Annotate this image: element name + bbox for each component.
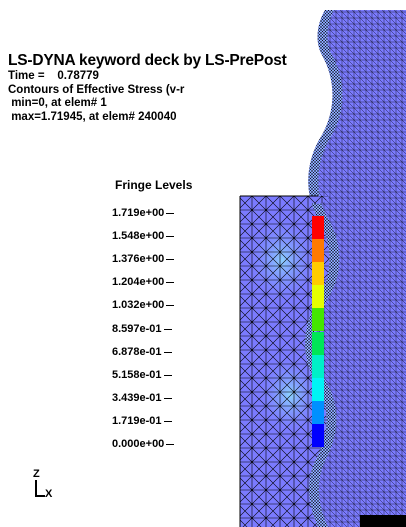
legend-color-band [312, 423, 324, 447]
legend-tick [163, 397, 172, 399]
time-value: 0.78779 [57, 70, 99, 82]
legend-tick [166, 444, 175, 445]
legend-level-value: 1.032e+00 [112, 299, 165, 312]
legend-tick [166, 282, 175, 284]
plot-title: LS-DYNA keyword deck by LS-PrePost [8, 52, 287, 69]
legend-level-value: 1.204e+00 [112, 276, 165, 289]
legend-tick [163, 328, 172, 330]
legend-tick [163, 420, 172, 422]
legend-level-label: 1.548e+00 [112, 230, 175, 243]
legend-tick [163, 351, 172, 353]
z-axis-line [35, 480, 37, 497]
legend-color-band [312, 262, 324, 286]
legend-color-band [312, 308, 324, 332]
plot-header: LS-DYNA keyword deck by LS-PrePost Time … [8, 52, 287, 124]
legend-level-value: 1.548e+00 [112, 230, 165, 243]
max-readout: max=1.71945, at elem# 240040 [8, 110, 177, 123]
legend-level-label: 3.439e-01 [112, 392, 172, 404]
legend-color-band [312, 377, 324, 401]
contour-description: Contours of Effective Stress (v-r [8, 83, 185, 96]
legend-level-value: 3.439e-01 [112, 391, 162, 404]
legend-level-label: 1.376e+00 [112, 253, 175, 266]
legend-level-value: 6.878e-01 [112, 345, 162, 358]
legend-level-label: 8.597e-01 [112, 323, 172, 335]
legend-level-value: 0.000e+00 [112, 438, 165, 450]
legend-tick [166, 305, 175, 307]
legend-level-label: 1.719e-01 [112, 415, 172, 427]
legend-color-band [312, 239, 324, 263]
legend-color-band [312, 216, 324, 240]
x-axis-label: X [45, 488, 53, 500]
legend-level-label: 6.878e-01 [112, 346, 172, 358]
z-axis-label: Z [33, 468, 40, 480]
legend-color-band [312, 331, 324, 355]
legend-level-label: 5.158e-01 [112, 369, 172, 381]
legend-level-label: 1.032e+00 [112, 299, 175, 312]
legend-color-band [312, 354, 324, 378]
legend-level-value: 1.376e+00 [112, 253, 165, 266]
legend-level-label: 0.000e+00 [112, 438, 175, 450]
legend-level-label: 1.719e+00 [112, 207, 175, 219]
legend-level-value: 5.158e-01 [112, 368, 162, 381]
legend-tick [166, 236, 175, 238]
legend-level-value: 8.597e-01 [112, 322, 162, 335]
x-axis-line [35, 495, 45, 497]
mesh-bottom-edge [360, 515, 406, 527]
min-readout: min=0, at elem# 1 [8, 97, 107, 109]
axis-triad: Z X [30, 468, 90, 504]
legend-tick [163, 374, 172, 376]
time-label: Time = [8, 70, 45, 82]
legend-tick [166, 259, 175, 261]
legend-level-value: 1.719e-01 [112, 414, 162, 427]
legend-tick [166, 213, 175, 214]
fringe-levels-title: Fringe Levels [115, 178, 193, 192]
legend-color-band [312, 285, 324, 309]
legend-level-value: 1.719e+00 [112, 207, 165, 219]
time-readout: Time = 0.78779 [8, 70, 287, 84]
legend-color-band [312, 400, 324, 424]
legend-level-label: 1.204e+00 [112, 276, 175, 289]
